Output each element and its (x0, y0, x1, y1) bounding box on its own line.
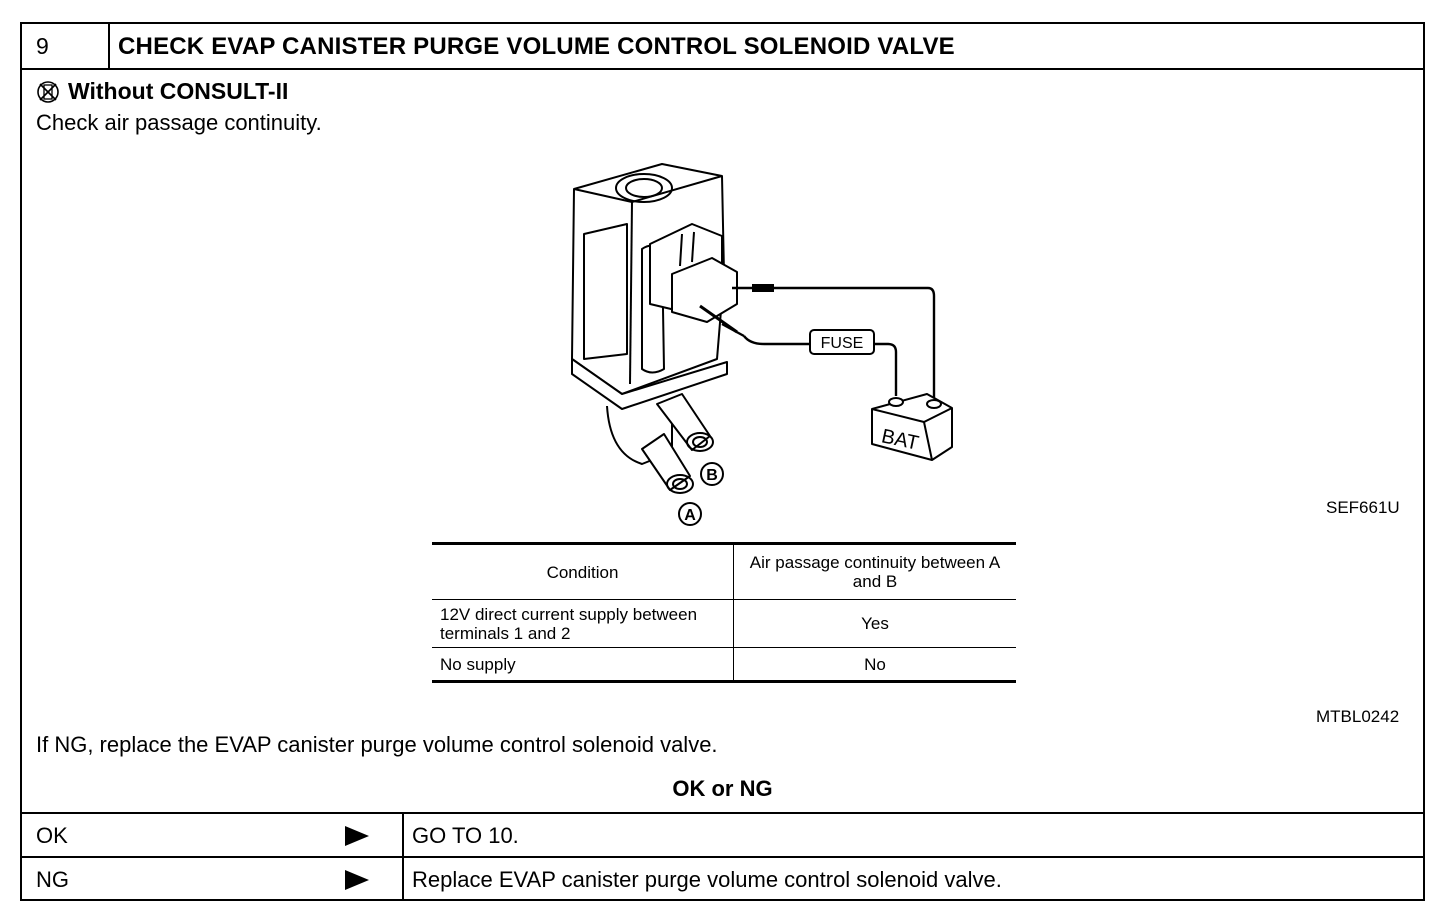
instruction-text: Check air passage continuity. (36, 110, 322, 135)
arrow-right-icon (345, 870, 369, 890)
result-divider (402, 814, 404, 856)
solenoid-valve-diagram: FUSE BAT B A (571, 163, 953, 526)
figure-code: SEF661U (1326, 498, 1400, 517)
step-header: 9 CHECK EVAP CANISTER PURGE VOLUME CONTR… (22, 24, 1423, 70)
table-header-cell: Air passage continuity between A and B (733, 543, 1016, 600)
ng-note: If NG, replace the EVAP canister purge v… (36, 732, 718, 757)
table-cell: 12V direct current supply between termin… (432, 599, 734, 648)
result-key: NG (36, 867, 69, 892)
decision-label: OK or NG (672, 776, 773, 801)
table-cell: Yes (733, 599, 1016, 648)
fuse-label: FUSE (821, 335, 864, 352)
subheading: Without CONSULT-II (36, 78, 288, 105)
step-title: CHECK EVAP CANISTER PURGE VOLUME CONTROL… (118, 33, 955, 60)
inspection-step-frame: 9 CHECK EVAP CANISTER PURGE VOLUME CONTR… (20, 22, 1425, 901)
table-row: No supply No (432, 647, 1016, 682)
table-code: MTBL0242 (1316, 707, 1400, 726)
table-cell: No supply (432, 647, 734, 682)
table-row: 12V direct current supply between termin… (432, 599, 1016, 648)
table-header-cell: Condition (432, 543, 734, 600)
subheading-text: Without CONSULT-II (68, 78, 289, 104)
arrow-right-icon (345, 826, 369, 846)
continuity-table: Condition Air passage continuity between… (432, 542, 1016, 683)
result-key: OK (36, 823, 68, 848)
result-action: GO TO 10. (412, 823, 519, 848)
result-action: Replace EVAP canister purge volume contr… (412, 867, 1002, 892)
result-row-ok: OK GO TO 10. (22, 812, 1423, 856)
table-header-row: Condition Air passage continuity between… (432, 543, 1016, 600)
result-divider (402, 858, 404, 900)
no-consult-icon (37, 80, 59, 103)
step-number: 9 (36, 33, 49, 59)
port-a-label: A (684, 507, 696, 524)
header-divider (108, 24, 110, 68)
port-b-label: B (706, 467, 718, 484)
result-row-ng: NG Replace EVAP canister purge volume co… (22, 856, 1423, 900)
table-cell: No (864, 654, 886, 674)
